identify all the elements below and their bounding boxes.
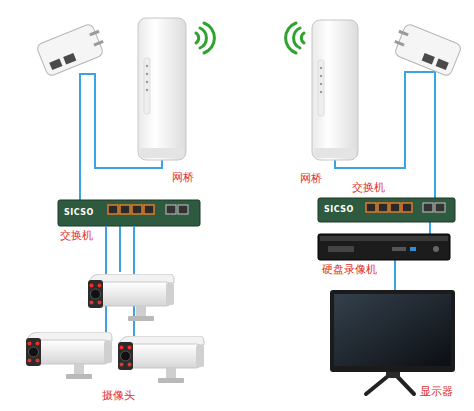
network-cable <box>429 222 431 234</box>
device-node: 摄像头 <box>22 272 206 386</box>
device-label: 交换机 <box>60 230 93 243</box>
device-label: 摄像头 <box>102 390 135 403</box>
network-cable <box>119 226 121 272</box>
brand-mark: SICSO <box>324 205 354 214</box>
device-label: 网桥 <box>172 172 194 185</box>
device-label: 交换机 <box>352 182 385 195</box>
device-label: 网桥 <box>300 173 322 186</box>
device-node: 网桥 <box>312 20 358 160</box>
device-label: 硬盘录像机 <box>322 264 377 277</box>
brand-mark: SICSO <box>64 208 94 217</box>
network-cable <box>394 260 396 290</box>
device-node: 硬盘录像机 <box>318 234 450 260</box>
device-node: 交换机SICSO <box>318 198 455 222</box>
device-node: 显示器 <box>330 290 455 372</box>
device-node: SICSO交换机 <box>58 200 200 226</box>
device-node: 网桥 <box>138 18 186 160</box>
device-label: 显示器 <box>420 386 453 399</box>
